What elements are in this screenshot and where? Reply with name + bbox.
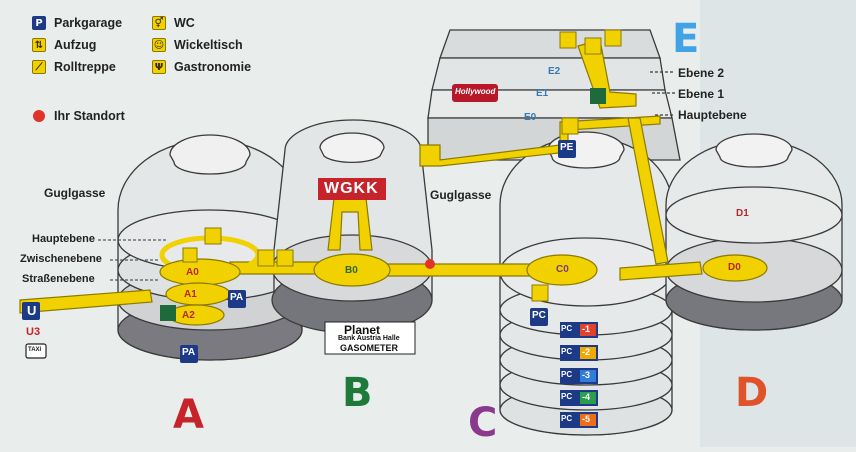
building-d	[665, 133, 843, 331]
level-label-strassenebene: Straßenebene	[22, 273, 95, 285]
parking-label-a-lower: PA	[182, 347, 196, 358]
building-letter-c: C	[468, 400, 498, 446]
floor-e0: E0	[524, 112, 537, 123]
parking-level-4: -4	[582, 392, 591, 402]
floor-e2: E2	[548, 66, 561, 77]
legend-label: WC	[174, 16, 195, 30]
planet-logo-line1: Planet	[344, 323, 381, 337]
floor-a0: A0	[186, 267, 199, 278]
street-label-center: Guglgasse	[430, 188, 492, 202]
legend-label: Ihr Standort	[54, 109, 125, 123]
legend-label: Gastronomie	[174, 60, 252, 74]
baby-changing-icon: ☺	[152, 38, 166, 52]
restaurant-marker-e	[590, 88, 606, 104]
planet-logo-line2: Bank Austria Halle	[338, 335, 400, 342]
parking-level-2: -2	[582, 347, 591, 357]
parking-level-badges	[560, 322, 598, 428]
level-leaders	[98, 239, 168, 281]
legend-label: Rolltreppe	[54, 60, 116, 74]
legend-aufzug: ⇅ Aufzug	[32, 36, 96, 54]
building-letter-b: B	[342, 370, 373, 416]
you-are-here-marker	[425, 259, 435, 269]
hollywood-sign	[452, 84, 498, 102]
floor-c0: C0	[556, 264, 569, 275]
parking-label-e: PE	[560, 142, 574, 153]
building-letter-a: A	[173, 392, 204, 438]
wc-icon: ⚥	[152, 16, 166, 30]
legend-label: Aufzug	[54, 38, 97, 52]
escalator-icon: ⟋	[32, 60, 46, 74]
legend-rolltreppe: ⟋ Rolltreppe	[32, 58, 116, 76]
parking-symbols	[22, 140, 576, 363]
floor-b0: B0	[345, 265, 358, 276]
elevator-icon: ⇅	[32, 38, 46, 52]
floor-a1: A1	[184, 289, 197, 300]
parking-label-c: PC	[532, 310, 546, 321]
parking-level-3: -3	[582, 370, 591, 380]
legend-label: Parkgarage	[54, 16, 123, 30]
hollywood-sign-text: Hollywood	[455, 87, 496, 96]
parking-label-a: PA	[230, 292, 244, 303]
level-label-hauptebene: Hauptebene	[32, 233, 95, 245]
planet-logo-bg	[324, 321, 416, 355]
wgkk-sign-bg	[318, 178, 386, 200]
parking-level-5: -5	[582, 414, 591, 424]
taxi-icon: TAXI	[28, 347, 42, 353]
parking-c-level1-p: PC	[561, 324, 573, 333]
parking-c-level5-p: PC	[561, 414, 573, 423]
wgkk-sign: WGKK	[324, 180, 379, 197]
legend-gastronomie: Ψ Gastronomie	[152, 58, 251, 76]
floor-e1: E1	[536, 88, 549, 99]
building-letter-e: E	[672, 16, 700, 62]
legend-standort: Ihr Standort	[54, 107, 125, 125]
legend-wc: ⚥ WC	[152, 14, 195, 32]
legend: P Parkgarage ⚥ WC ⇅ Aufzug ☺ Wickeltisch…	[32, 14, 262, 124]
parking-c-level3-p: PC	[561, 370, 573, 379]
legend-parkgarage: P Parkgarage	[32, 14, 122, 32]
standort-legend-dot	[33, 110, 45, 122]
parking-level-1: -1	[582, 324, 591, 334]
taxi-sign	[25, 343, 47, 359]
floor-d1: D1	[736, 208, 749, 219]
restaurant-icon: Ψ	[152, 60, 166, 74]
subway-line: U3	[26, 326, 41, 338]
legend-label: Wickeltisch	[174, 38, 243, 52]
floor-d0: D0	[728, 262, 741, 273]
building-b	[271, 119, 433, 334]
street-label-left: Guglgasse	[44, 186, 106, 200]
restaurant-marker-a	[160, 305, 176, 321]
parking-c-level2-p: PC	[561, 347, 573, 356]
level-label-hauptebene-e: Hauptebene	[678, 108, 747, 122]
floor-a2: A2	[182, 310, 195, 321]
planet-logo-line3: GASOMETER	[340, 343, 399, 353]
subway-icon: U	[27, 303, 37, 318]
level-label-ebene2: Ebene 2	[678, 66, 725, 80]
level-label-zwischenebene: Zwischenebene	[20, 253, 102, 265]
parking-c-level4-p: PC	[561, 392, 573, 401]
facility-icons	[182, 29, 622, 302]
parking-icon: P	[32, 16, 46, 30]
legend-wickeltisch: ☺ Wickeltisch	[152, 36, 243, 54]
level-label-ebene1: Ebene 1	[678, 87, 725, 101]
building-letter-d: D	[735, 370, 769, 416]
